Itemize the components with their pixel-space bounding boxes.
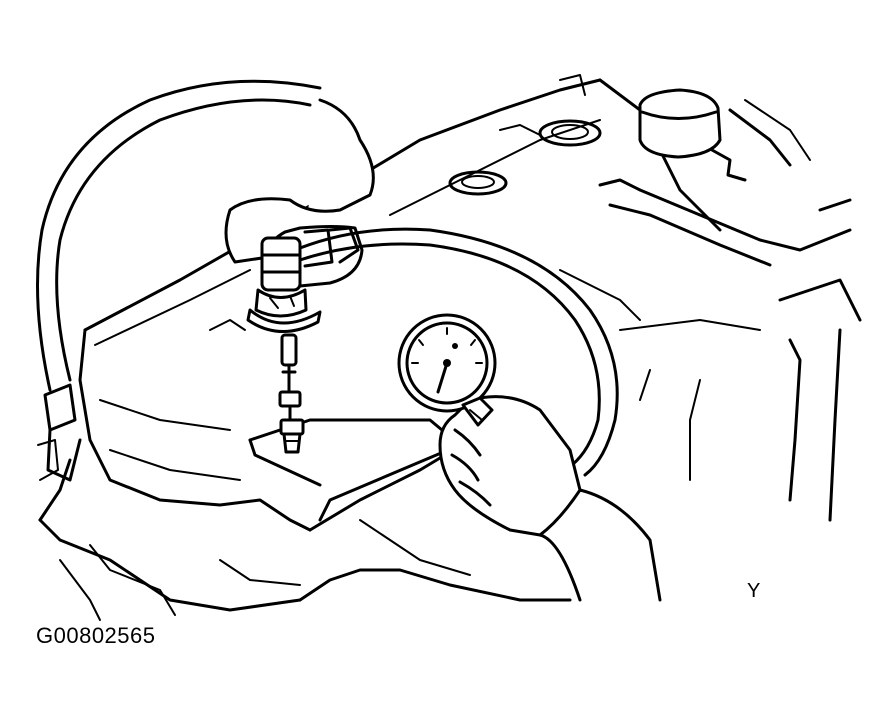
spark-plug-adapter [246,236,322,333]
figure-code: G00802565 [36,623,156,648]
right-hand [438,395,662,602]
engine-head-cover [78,78,722,532]
engine-block [38,198,862,621]
spark-plug [278,333,305,454]
coolant-hose [36,79,322,482]
gauge-hose [298,227,619,477]
compression-gauge [397,313,497,427]
corner-mark: Y [747,580,761,602]
radiator-cap [559,74,852,267]
